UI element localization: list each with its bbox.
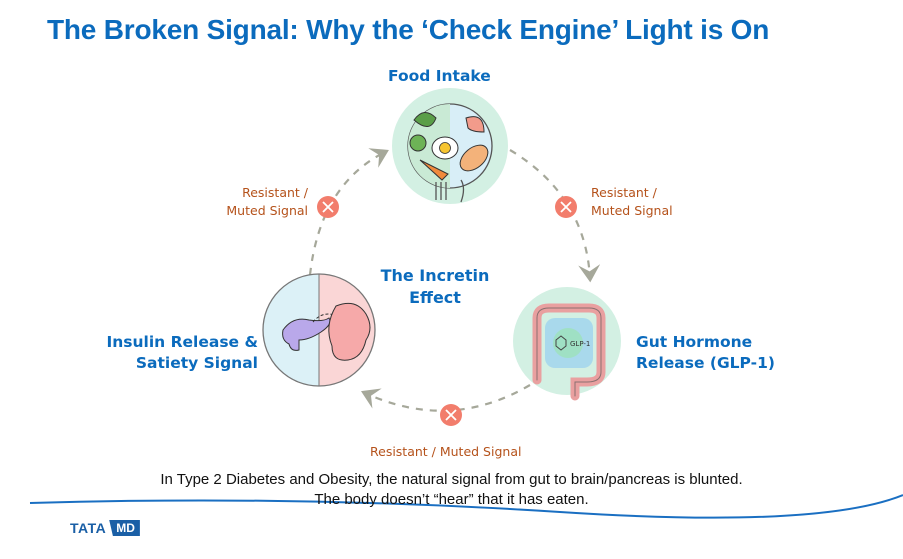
node-label-gut-line1: Gut Hormone — [636, 333, 753, 351]
caption-line-1: In Type 2 Diabetes and Obesity, the natu… — [160, 471, 743, 488]
tata-md-logo: TATA MD — [70, 520, 140, 536]
caption-line-2: The body doesn’t “hear” that it has eate… — [314, 491, 589, 508]
signal-label-right-line1: Resistant / — [591, 185, 657, 200]
arrow-insulin-to-food — [308, 148, 389, 276]
node-label-insulin-line1: Insulin Release & — [106, 333, 258, 351]
signal-label-right: Resistant / Muted Signal — [591, 184, 673, 220]
signal-label-left-line1: Resistant / — [242, 185, 308, 200]
center-label: The Incretin Effect — [380, 265, 490, 309]
food-plate-icon — [392, 88, 508, 204]
signal-label-right-line2: Muted Signal — [591, 203, 673, 218]
arrow-food-to-gut — [509, 149, 601, 283]
node-label-insulin: Insulin Release & Satiety Signal — [100, 332, 258, 374]
logo-tata-text: TATA — [70, 520, 107, 536]
center-label-line2: Effect — [409, 288, 461, 307]
blocked-x-icon-bottom — [440, 404, 462, 426]
glp1-icon-text: GLP-1 — [570, 340, 590, 348]
footer-wave-line — [29, 494, 903, 519]
pancreas-brain-icon — [262, 273, 376, 387]
blocked-x-icon-right — [555, 196, 577, 218]
center-label-line1: The Incretin — [380, 266, 490, 285]
signal-label-bottom: Resistant / Muted Signal — [370, 444, 522, 459]
page-title: The Broken Signal: Why the ‘Check Engine… — [47, 14, 770, 45]
node-label-gut: Gut Hormone Release (GLP-1) — [636, 332, 775, 374]
node-label-gut-line2: Release (GLP-1) — [636, 354, 775, 372]
signal-label-left-line2: Muted Signal — [226, 203, 308, 218]
intestine-icon — [513, 287, 621, 401]
signal-label-left: Resistant / Muted Signal — [200, 184, 308, 220]
logo-md-text: MD — [109, 520, 140, 536]
node-label-food: Food Intake — [388, 67, 491, 85]
blocked-x-icon-left — [317, 196, 339, 218]
node-label-insulin-line2: Satiety Signal — [135, 354, 258, 372]
